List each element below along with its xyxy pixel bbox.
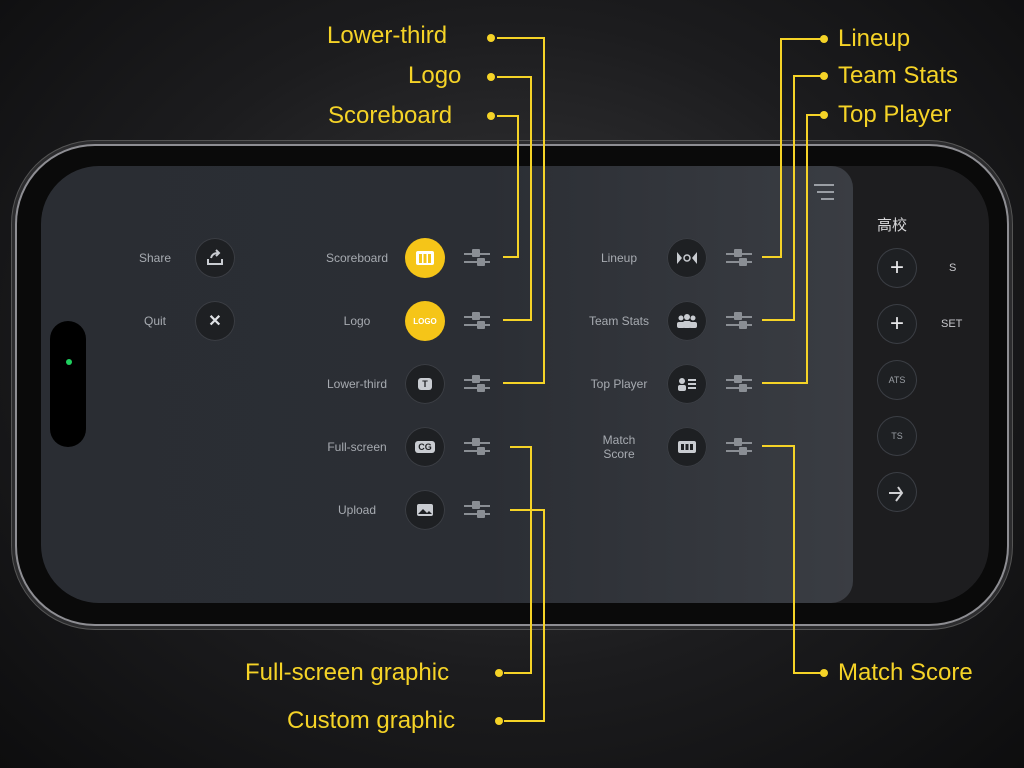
stats-button-a-label: ATS xyxy=(888,375,906,385)
match-score-icon xyxy=(678,441,696,453)
plus-icon: + xyxy=(889,254,904,281)
quit-button[interactable]: ✕ xyxy=(195,301,235,341)
team-stats-settings-icon[interactable] xyxy=(726,312,752,330)
control-panel: Share Quit ✕ Scoreboard xyxy=(41,166,853,603)
top-player-label: Top Player xyxy=(590,377,648,391)
menu-icon[interactable] xyxy=(813,182,835,202)
full-screen-badge: CG xyxy=(415,441,435,453)
scoreboard-label: Scoreboard xyxy=(325,251,389,265)
share-label: Share xyxy=(138,251,171,265)
callout-top-player: Top Player xyxy=(838,101,952,128)
stats-button-a[interactable]: ATS xyxy=(877,360,917,400)
callout-full-screen-graphic: Full-screen graphic xyxy=(245,659,450,686)
close-icon: ✕ xyxy=(208,313,222,330)
match-score-label: Match Score xyxy=(602,433,636,461)
scoreboard-icon xyxy=(416,251,434,265)
full-screen-label: Full-screen xyxy=(327,440,387,454)
team-icon xyxy=(677,314,697,328)
secondary-row-1-label: S xyxy=(949,262,957,274)
match-score-button[interactable] xyxy=(667,427,707,467)
upload-settings-icon[interactable] xyxy=(464,501,490,519)
lower-third-settings-icon[interactable] xyxy=(464,375,490,393)
brand-button[interactable] xyxy=(877,472,917,512)
volume-button-1 xyxy=(218,625,252,630)
camera-island xyxy=(50,321,86,447)
lineup-button[interactable] xyxy=(667,238,707,278)
side-button-top xyxy=(312,140,374,145)
upload-label: Upload xyxy=(337,503,377,517)
logo-settings-icon[interactable] xyxy=(464,312,490,330)
add-button-1[interactable]: + xyxy=(877,248,917,288)
scoreboard-button[interactable] xyxy=(405,238,445,278)
logo-label: Logo xyxy=(343,314,371,328)
match-score-settings-icon[interactable] xyxy=(726,438,752,456)
lower-third-badge: T xyxy=(418,378,432,390)
stats-button-b[interactable]: TS xyxy=(877,416,917,456)
share-icon xyxy=(207,249,223,265)
stats-button-b-label: TS xyxy=(891,431,903,441)
callout-custom-graphic: Custom graphic xyxy=(287,707,456,734)
lower-third-label: Lower-third xyxy=(326,377,388,391)
player-card-icon xyxy=(678,378,696,391)
full-screen-settings-icon[interactable] xyxy=(464,438,490,456)
brand-glyph-icon xyxy=(889,486,904,502)
quit-label: Quit xyxy=(143,314,166,328)
add-button-2[interactable]: + xyxy=(877,304,917,344)
lower-third-button[interactable]: T xyxy=(405,364,445,404)
top-player-settings-icon[interactable] xyxy=(726,375,752,393)
upload-button[interactable] xyxy=(405,490,445,530)
volume-button-2 xyxy=(290,625,358,630)
full-screen-button[interactable]: CG xyxy=(405,427,445,467)
team-stats-button[interactable] xyxy=(667,301,707,341)
logo-button[interactable]: LOGO xyxy=(405,301,445,341)
callout-lineup: Lineup xyxy=(838,25,911,52)
phone-screen: 高校 + S + SET ATS TS xyxy=(41,166,989,603)
callout-scoreboard: Scoreboard xyxy=(328,102,453,129)
logo-badge: LOGO xyxy=(413,316,437,326)
callout-lower-third: Lower-third xyxy=(327,22,448,49)
team-stats-label: Team Stats xyxy=(588,314,650,328)
callout-logo: Logo xyxy=(408,62,462,89)
camera-indicator-dot xyxy=(66,359,72,365)
callout-match-score: Match Score xyxy=(838,659,973,686)
lineup-label: Lineup xyxy=(600,251,638,265)
plus-icon: + xyxy=(889,310,904,337)
lineup-icon xyxy=(677,252,697,264)
share-button[interactable] xyxy=(195,238,235,278)
callout-team-stats: Team Stats xyxy=(838,62,959,89)
secondary-panel-title: 高校 xyxy=(877,217,908,234)
lineup-settings-icon[interactable] xyxy=(726,249,752,267)
image-icon xyxy=(417,504,433,516)
volume-button-3 xyxy=(384,625,452,630)
secondary-row-2-label: SET xyxy=(941,318,963,330)
scoreboard-settings-icon[interactable] xyxy=(464,249,490,267)
top-player-button[interactable] xyxy=(667,364,707,404)
